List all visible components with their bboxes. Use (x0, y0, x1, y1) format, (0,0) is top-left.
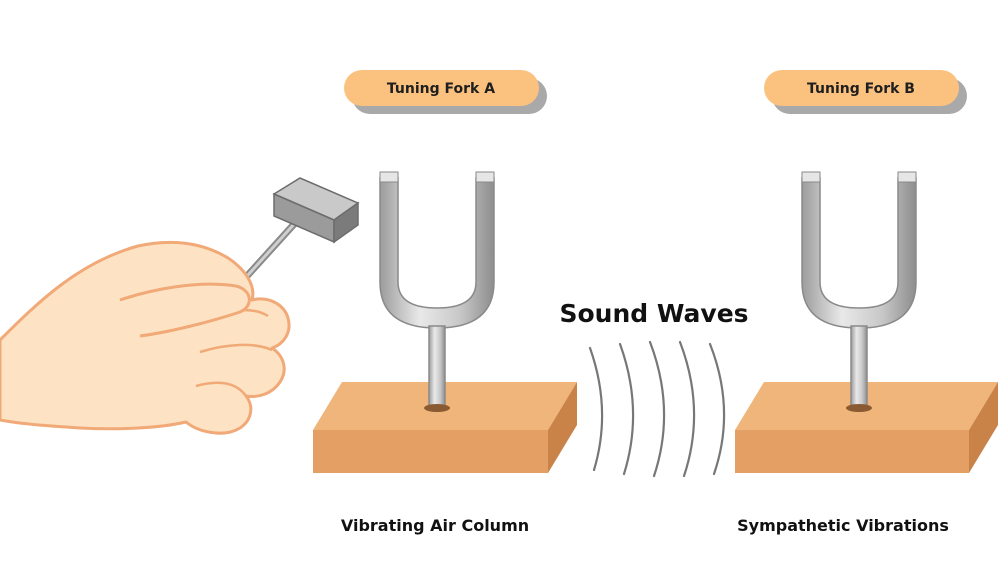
fork-a-label: Tuning Fork A (387, 81, 495, 97)
caption-sympathetic-vibrations: Sympathetic Vibrations (737, 516, 949, 535)
tuning-fork-icon (379, 171, 495, 412)
sound-wave-icon (588, 340, 726, 478)
label-pill-fork-b: Tuning Fork B (764, 70, 967, 114)
label-pill-fork-a: Tuning Fork A (344, 70, 547, 114)
caption-vibrating-air-column: Vibrating Air Column (341, 516, 529, 535)
tuning-fork-icon (801, 171, 917, 412)
sound-waves-label: Sound Waves (559, 299, 748, 328)
hand-icon (0, 240, 291, 435)
fork-b-label: Tuning Fork B (807, 81, 915, 97)
